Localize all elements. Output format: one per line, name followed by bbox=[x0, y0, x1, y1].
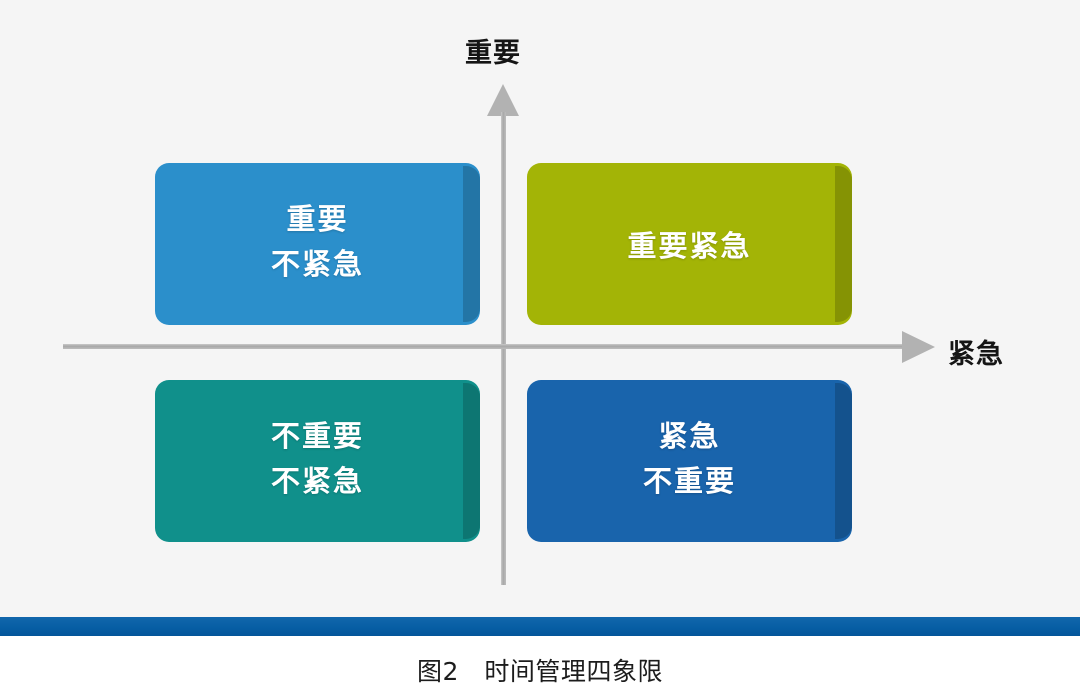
quadrant-label-important-urgent: 重要紧急 bbox=[627, 228, 752, 263]
quadrant-label-urgent-not-important: 紧急 不重要 bbox=[642, 419, 736, 498]
x-axis-arrow-icon bbox=[902, 331, 935, 363]
quadrant-not-important-not-urgent[interactable]: 不重要 不紧急 bbox=[155, 380, 480, 542]
figure-caption: 图2 时间管理四象限 bbox=[417, 657, 663, 686]
quadrant-urgent-not-important[interactable]: 紧急 不重要 bbox=[527, 380, 852, 542]
x-axis-line bbox=[63, 344, 908, 349]
quadrant-important-not-urgent[interactable]: 重要 不紧急 bbox=[155, 163, 480, 325]
quadrant-bevel-shadow bbox=[835, 166, 852, 322]
y-axis-arrow-icon bbox=[487, 84, 519, 116]
y-axis-label: 重要 bbox=[465, 38, 521, 69]
x-axis-label: 紧急 bbox=[948, 339, 1004, 370]
caption-area bbox=[0, 636, 1080, 699]
quadrant-bevel-shadow bbox=[463, 383, 480, 539]
quadrant-important-urgent[interactable]: 重要紧急 bbox=[527, 163, 852, 325]
quadrant-bevel-shadow bbox=[463, 166, 480, 322]
page-rule-bar bbox=[0, 617, 1080, 636]
quadrant-bevel-shadow bbox=[835, 383, 852, 539]
quadrant-label-important-not-urgent: 重要 不紧急 bbox=[270, 202, 364, 281]
quadrant-label-not-important-not-urgent: 不重要 不紧急 bbox=[270, 419, 364, 498]
